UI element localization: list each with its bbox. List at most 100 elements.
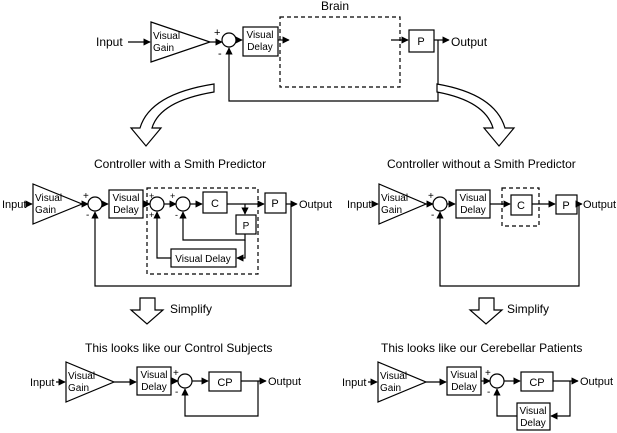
smith-inner-model-feedback: [179, 211, 246, 241]
cerebellar-output-label: Output: [580, 376, 613, 388]
cerebellar-gain-label-1: Visual: [380, 371, 407, 382]
right-curved-arrow: [436, 83, 516, 147]
control-gain-label-1: Visual: [68, 371, 95, 382]
cerebellar-patients-diagram: This looks like our Cerebellar Patients …: [342, 341, 613, 431]
cerebellar-fb-delay-label-2: Delay: [520, 418, 546, 429]
nosmith-plus: +: [428, 191, 434, 202]
smith-inner1-plus-top: +: [149, 191, 154, 201]
control-gain-label-2: Gain: [68, 383, 89, 394]
smith-p-label: P: [271, 198, 278, 210]
smith-outer-minus: -: [86, 210, 89, 221]
smith-input-label: Input: [2, 199, 26, 211]
control-delay-label-1: Visual: [140, 370, 167, 381]
control-cp-label: CP: [217, 377, 232, 389]
nosmith-delay-label-1: Visual: [459, 193, 486, 204]
smith-delay-label-1: Visual: [112, 193, 139, 204]
nosmith-input-label: Input: [347, 199, 371, 211]
smith-predictor-diagram: Controller with a Smith Predictor Input …: [2, 157, 332, 325]
control-input-label: Input: [30, 377, 54, 389]
nosmith-delay-label-2: Delay: [460, 205, 486, 216]
nosmith-sum: [432, 196, 448, 212]
brain-label: Brain: [321, 0, 349, 13]
smith-simplify-label: Simplify: [170, 302, 212, 316]
smith-output-label: Output: [299, 199, 332, 211]
cerebellar-fb-delay-label-1: Visual: [519, 406, 546, 417]
smith-plant-p-block: [264, 192, 287, 214]
nosmith-feedback: [436, 204, 580, 287]
cerebellar-feedback-delay-block: [516, 402, 551, 431]
smith-controller-dashed-box: [146, 187, 259, 275]
smith-inner-delay-label: Visual Delay: [175, 254, 230, 265]
top-visual-delay-block: [242, 26, 279, 57]
smith-c-label: C: [211, 198, 219, 210]
cerebellar-sum: [489, 373, 505, 389]
nosmith-simplify-arrow: [468, 297, 504, 325]
smith-simplify-arrow: [129, 297, 165, 325]
top-input-label: Input: [96, 35, 123, 49]
nosmith-p-label: P: [562, 200, 569, 212]
control-visual-delay-block: [136, 366, 172, 396]
smith-inner-p-label: P: [243, 221, 250, 232]
top-minus-sign: -: [218, 48, 222, 60]
cerebellar-plus: +: [485, 368, 491, 379]
nosmith-c-block: [510, 194, 533, 216]
cerebellar-delay-label-1: Visual: [450, 370, 477, 381]
cerebellar-title: This looks like our Cerebellar Patients: [381, 341, 582, 355]
top-output-label: Output: [451, 35, 488, 49]
nosmith-output-label: Output: [583, 199, 616, 211]
smith-outer-plus: +: [83, 191, 89, 202]
smith-outer-feedback: [91, 204, 292, 287]
cerebellar-minus: -: [487, 387, 490, 398]
top-gain-label-2: Gain: [153, 43, 174, 54]
smith-title: Controller with a Smith Predictor: [94, 157, 266, 171]
control-feedback: [181, 381, 259, 417]
nosmith-controller-dashed-box: [501, 187, 540, 227]
top-visual-gain-block: [150, 21, 212, 63]
cerebellar-visual-gain-block: [377, 361, 428, 403]
top-feedback-line: [225, 40, 439, 102]
nosmith-gain-label-2: Gain: [381, 205, 402, 216]
control-delay-label-2: Delay: [141, 382, 167, 393]
nosmith-visual-gain-block: [378, 183, 428, 225]
smith-inner2-plus: +: [170, 191, 175, 201]
nosmith-c-label: C: [517, 200, 525, 212]
nosmith-minus: -: [431, 210, 434, 221]
nosmith-title: Controller without a Smith Predictor: [387, 157, 576, 171]
smith-gain-label-2: Gain: [35, 205, 56, 216]
cerebellar-to-fb-delay-arrow: [550, 381, 571, 420]
smith-outer-sum: [87, 196, 103, 212]
top-delay-label-2: Delay: [247, 42, 273, 53]
smith-inner-sum-2: [175, 196, 191, 212]
smith-delay-label-2: Delay: [113, 205, 139, 216]
cerebellar-gain-label-2: Gain: [380, 383, 401, 394]
cerebellar-feedback: [493, 388, 517, 417]
no-smith-diagram: Controller without a Smith Predictor Inp…: [347, 157, 616, 325]
left-curved-arrow: [129, 83, 215, 147]
smith-gain-label-1: Visual: [35, 193, 62, 204]
cerebellar-delay-label-2: Delay: [451, 382, 477, 393]
cerebellar-input-label: Input: [342, 377, 366, 389]
smith-inner1-plus-bottom: +: [149, 210, 154, 220]
smith-inner-p-block: [235, 214, 257, 235]
top-gain-label-1: Visual: [153, 31, 180, 42]
smith-to-inner-delay-arrow: [236, 240, 246, 262]
smith-inner2-minus: -: [175, 210, 178, 220]
top-plant-p-block: [408, 29, 435, 53]
brain-dashed-box: [279, 16, 401, 88]
cerebellar-cp-label: CP: [529, 377, 544, 389]
top-delay-label-1: Visual: [246, 30, 273, 41]
top-plus-sign: +: [214, 27, 220, 39]
top-summing-junction: [221, 32, 237, 48]
smith-visual-delay-block: [108, 189, 144, 219]
control-output-label: Output: [268, 376, 301, 388]
control-minus: -: [175, 387, 178, 398]
smith-c-block: [202, 191, 228, 214]
smith-visual-gain-block: [32, 183, 84, 225]
control-visual-gain-block: [65, 361, 116, 403]
top-p-label: P: [417, 36, 424, 48]
control-plus: +: [173, 368, 179, 379]
smith-inner-delay-feedback: [153, 211, 171, 259]
nosmith-gain-label-1: Visual: [381, 193, 408, 204]
top-diagram: Input Visual Gain + - Visual Delay Brain…: [96, 0, 488, 102]
